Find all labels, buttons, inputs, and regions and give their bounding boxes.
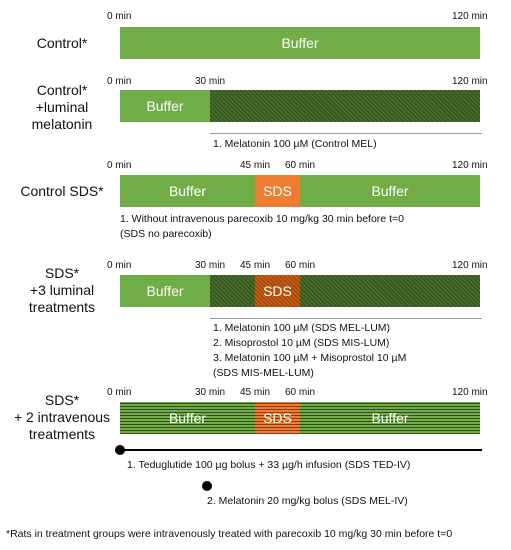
treatment-item: (SDS MIS-MEL-LUM) [213, 367, 314, 379]
tick-120-min: 120 min [452, 260, 488, 271]
infusion-line [120, 449, 482, 451]
segment-buffer: Buffer [120, 27, 480, 59]
segment-buffer-label: Buffer [281, 35, 319, 51]
treatment-item: 1. Teduglutide 100 µg bolus + 33 µg/h in… [127, 459, 411, 471]
segment-sds-label: SDS [263, 283, 292, 299]
segment-buffer-label: Buffer [146, 98, 184, 114]
segment-luminal-treatment [300, 275, 480, 307]
timeline-bar-sds-iv: Buffer SDS Buffer [120, 402, 480, 434]
segment-buffer: Buffer [120, 275, 210, 307]
treatment-divider [210, 318, 482, 319]
tick-30-min: 30 min [195, 260, 226, 271]
segment-buffer-label: Buffer [371, 410, 409, 426]
tick-0-min: 0 min [107, 76, 132, 87]
tick-30-min: 30 min [195, 76, 226, 87]
segment-sds: SDS [255, 175, 300, 207]
segment-sds: SDS [255, 275, 300, 307]
segment-buffer-label: Buffer [168, 183, 207, 199]
tick-0-min: 0 min [107, 387, 132, 398]
segment-buffer: Buffer [300, 402, 480, 434]
tick-60-min: 60 min [285, 387, 316, 398]
tick-120-min: 120 min [452, 11, 488, 22]
treatment-item: (SDS no parecoxib) [120, 228, 212, 240]
segment-buffer: Buffer [120, 175, 255, 207]
tick-0-min: 0 min [107, 160, 132, 171]
segment-sds-label: SDS [263, 183, 292, 199]
segment-buffer: Buffer [120, 90, 210, 122]
row-label-line: + 2 intravenous [13, 409, 111, 425]
segment-melatonin-treatment [210, 90, 480, 122]
row-label-control: Control* [6, 35, 118, 52]
bolus-marker-melatonin [202, 481, 212, 491]
treatment-item: 2. Melatonin 20 mg/kg bolus (SDS MEL-IV) [207, 495, 408, 507]
footnote: *Rats in treatment groups were intraveno… [6, 528, 453, 540]
segment-buffer-label: Buffer [168, 410, 207, 426]
segment-sds: SDS [255, 402, 300, 434]
tick-45-min: 45 min [240, 387, 271, 398]
row-label-control-sds: Control SDS* [6, 183, 118, 200]
tick-45-min: 45 min [240, 260, 271, 271]
row-label-line: Control* [36, 82, 88, 98]
row-label-line: melatonin [31, 116, 93, 132]
treatment-item: 1. Melatonin 100 µM (SDS MEL-LUM) [213, 322, 391, 334]
row-label-line: treatments [28, 299, 96, 315]
segment-buffer: Buffer [120, 402, 255, 434]
timeline-bar-control-sds: Buffer SDS Buffer [120, 175, 480, 207]
timeline-bar-sds-luminal: Buffer SDS [120, 275, 480, 307]
tick-0-min: 0 min [107, 260, 132, 271]
row-label-sds-luminal: SDS* +3 luminal treatments [6, 265, 118, 316]
row-label-line: treatments [28, 426, 96, 442]
treatment-item: 1. Melatonin 100 µM (Control MEL) [213, 138, 377, 150]
segment-sds-label: SDS [263, 410, 292, 426]
treatment-item: 3. Melatonin 100 µM + Misoprostol 10 µM [213, 352, 407, 364]
tick-120-min: 120 min [452, 387, 488, 398]
treatment-divider [210, 133, 482, 134]
tick-120-min: 120 min [452, 160, 488, 171]
row-label-control-sds-text: Control SDS* [20, 183, 104, 199]
tick-30-min: 30 min [195, 387, 226, 398]
row-label-line: SDS* [44, 265, 80, 281]
timeline-bar-control: Buffer [120, 27, 480, 59]
tick-60-min: 60 min [285, 160, 316, 171]
row-label-line: +3 luminal [29, 282, 95, 298]
row-label-line: +luminal [35, 99, 89, 115]
row-label-control-text: Control* [36, 35, 88, 51]
segment-buffer-label: Buffer [146, 283, 184, 299]
segment-buffer-label: Buffer [371, 183, 409, 199]
tick-60-min: 60 min [285, 260, 316, 271]
tick-0-min: 0 min [107, 11, 132, 22]
row-label-line: SDS* [44, 392, 80, 408]
timeline-bar-control-mel: Buffer [120, 90, 480, 122]
tick-45-min: 45 min [240, 160, 271, 171]
row-label-control-mel: Control* +luminal melatonin [6, 82, 118, 133]
segment-luminal-treatment [210, 275, 255, 307]
treatment-item: 1. Without intravenous parecoxib 10 mg/k… [120, 213, 404, 225]
treatment-item: 2. Misoprostol 10 µM (SDS MIS-LUM) [213, 337, 390, 349]
tick-120-min: 120 min [452, 76, 488, 87]
segment-buffer: Buffer [300, 175, 480, 207]
row-label-sds-iv: SDS* + 2 intravenous treatments [6, 392, 118, 443]
